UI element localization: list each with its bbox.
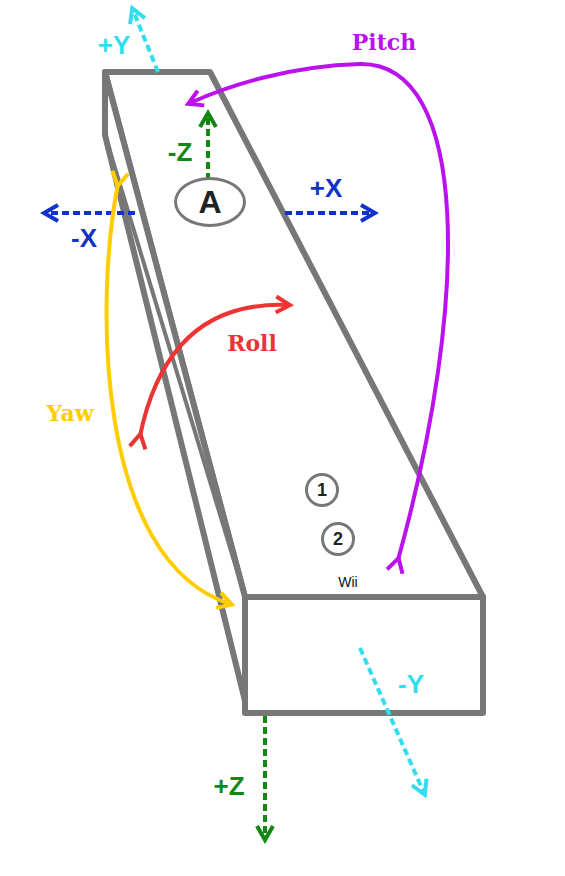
remote-outline: [105, 72, 483, 713]
axis-label: -Z: [168, 139, 193, 165]
rotation-label: Yaw: [46, 402, 93, 424]
button-2: 2: [321, 522, 355, 556]
roll-arrow: [140, 305, 288, 436]
axis-arrow: [263, 716, 267, 838]
axis-arrow: [360, 648, 424, 793]
yaw-arrow: [107, 184, 230, 604]
axis-label: +X: [310, 175, 343, 201]
rotation-label: Roll: [227, 332, 277, 354]
button-label: 1: [317, 481, 327, 499]
axis-label: -Y: [398, 671, 424, 697]
pitch-arrow: [190, 64, 448, 560]
axis-arrow: [206, 115, 210, 180]
brand-label: Wii: [338, 575, 357, 589]
axis-label: -X: [71, 225, 97, 251]
button-1: 1: [305, 473, 339, 507]
edge-line: [105, 135, 245, 597]
axis-arrow: [285, 211, 373, 215]
axis-label: +Y: [98, 32, 131, 58]
axis-label: +Z: [213, 773, 244, 799]
rotation-label: Pitch: [352, 31, 416, 53]
button-label: 2: [333, 530, 343, 548]
axis-arrow: [133, 10, 158, 72]
axis-arrow: [46, 211, 135, 215]
button-a: A: [174, 177, 246, 227]
button-label: A: [198, 186, 221, 218]
